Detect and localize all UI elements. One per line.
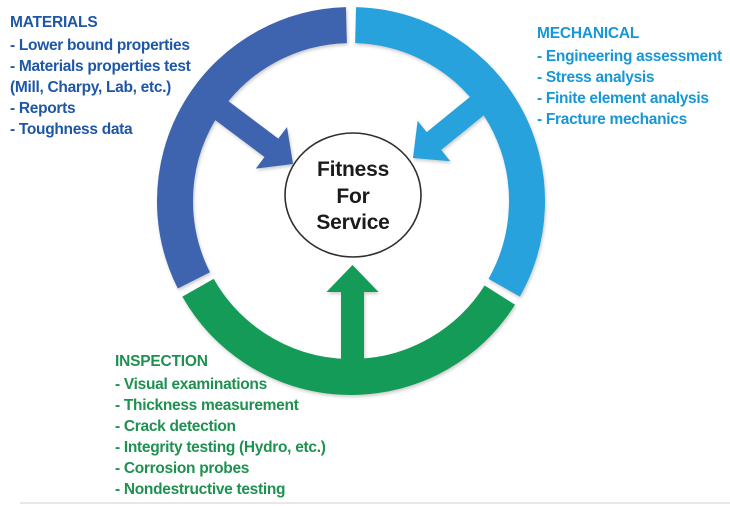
center-label-line: Service bbox=[316, 211, 390, 234]
arrow-mechanical-icon bbox=[413, 84, 501, 162]
arrow-inspection-icon bbox=[326, 265, 379, 374]
inspection-item: - Nondestructive testing bbox=[115, 481, 286, 498]
center-label-line: For bbox=[336, 184, 370, 208]
mechanical-item: - Engineering assessment bbox=[537, 48, 722, 65]
inspection-item: - Visual examinations bbox=[115, 376, 267, 393]
bottom-divider bbox=[20, 502, 730, 504]
materials-item: - Lower bound properties bbox=[10, 37, 190, 54]
center-label-line: Fitness bbox=[316, 158, 390, 181]
inspection-item: - Thickness measurement bbox=[115, 397, 299, 414]
inspection-heading: INSPECTION bbox=[115, 353, 208, 370]
materials-heading: MATERIALS bbox=[10, 14, 98, 31]
mechanical-heading: MECHANICAL bbox=[537, 25, 640, 42]
materials-item: (Mill, Charpy, Lab, etc.) bbox=[10, 79, 172, 96]
materials-item: - Toughness data bbox=[10, 121, 133, 138]
ring-segment-inspection bbox=[182, 278, 515, 395]
mechanical-item: - Stress analysis bbox=[537, 69, 655, 86]
mechanical-item: - Fracture mechanics bbox=[537, 111, 687, 128]
ring-segment-materials bbox=[157, 7, 348, 289]
arrow-materials-icon bbox=[198, 88, 293, 169]
mechanical-block: MECHANICAL - Engineering assessment - St… bbox=[537, 23, 722, 130]
ring-segment-mechanical bbox=[354, 7, 545, 297]
inspection-item: - Corrosion probes bbox=[115, 460, 250, 477]
materials-item: - Reports bbox=[10, 100, 76, 117]
center-label: Fitness For Service bbox=[263, 157, 443, 237]
inspection-item: - Crack detection bbox=[115, 418, 236, 435]
materials-block: MATERIALS - Lower bound properties - Mat… bbox=[10, 12, 191, 140]
materials-item: - Materials properties test bbox=[10, 58, 191, 75]
inspection-item: - Integrity testing (Hydro, etc.) bbox=[115, 439, 326, 456]
inspection-block: INSPECTION - Visual examinations - Thick… bbox=[115, 351, 326, 500]
center-circle bbox=[284, 132, 422, 258]
mechanical-item: - Finite element analysis bbox=[537, 90, 709, 107]
